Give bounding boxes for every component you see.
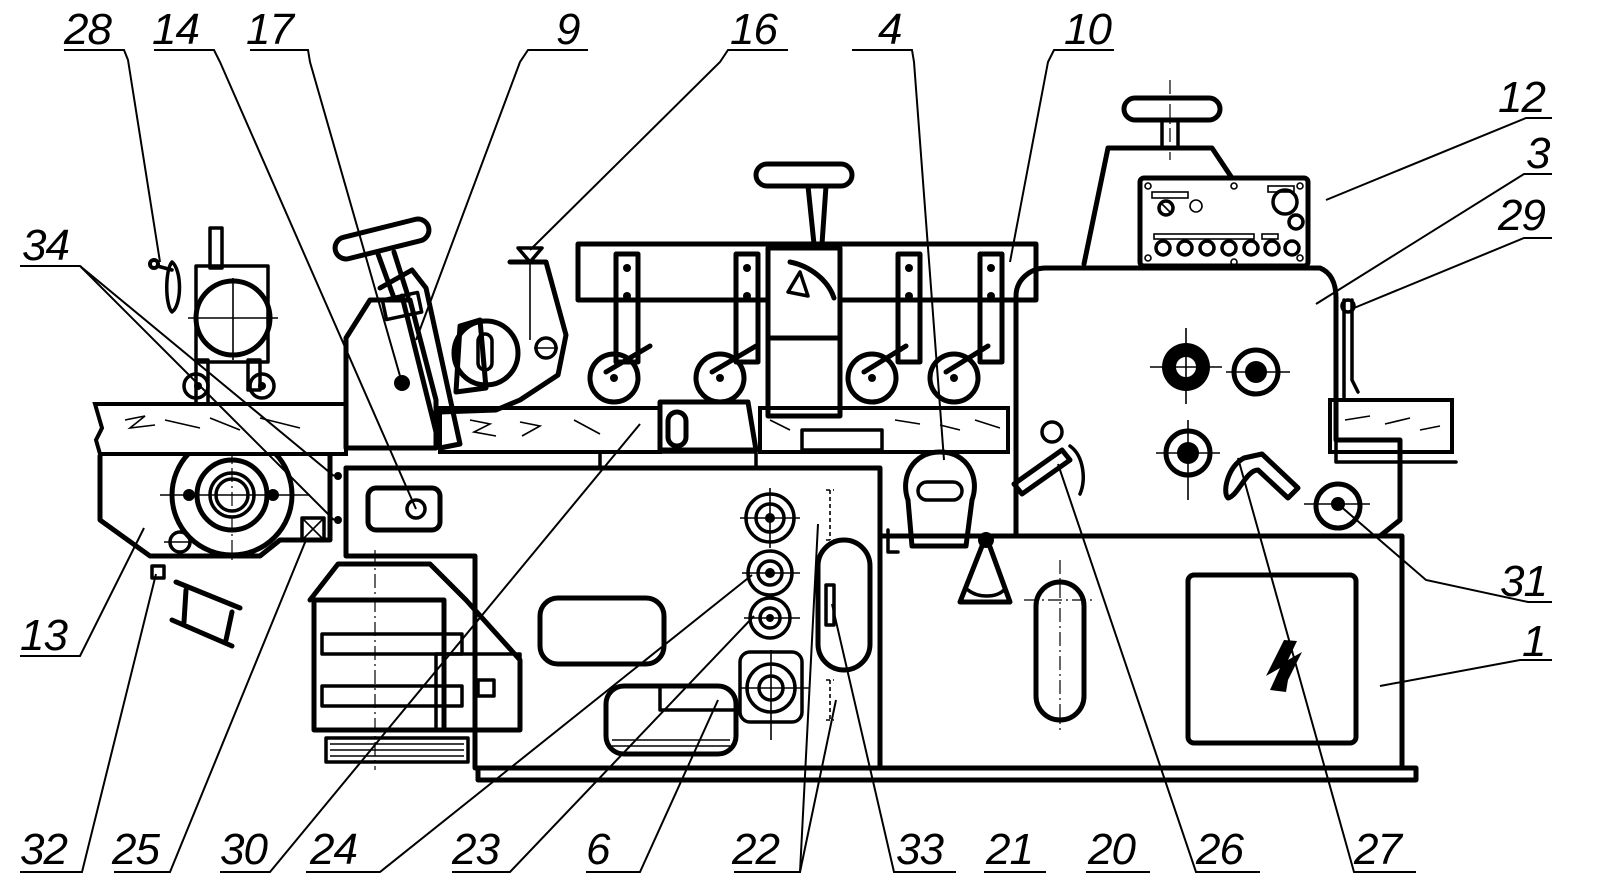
control-knob-22[interactable] (744, 596, 800, 640)
panel-buttons (1154, 239, 1301, 257)
high-voltage-icon (1266, 640, 1302, 692)
panel-button-7[interactable] (1283, 239, 1301, 257)
handwheel-6[interactable] (738, 650, 810, 740)
callout-34: 34 (22, 221, 70, 270)
feed-roller-2 (693, 251, 761, 405)
feeder-10 (575, 161, 1039, 452)
callout-3: 3 (1526, 129, 1551, 178)
indicator-lamp (1189, 199, 1203, 213)
panel-label-switch (1151, 191, 1189, 199)
callout-12: 12 (1498, 73, 1546, 122)
emergency-stop-button[interactable] (1271, 188, 1299, 216)
feed-roller-4 (927, 251, 1005, 405)
callout-30: 30 (220, 825, 268, 874)
control-panel-12 (1137, 175, 1311, 269)
base-plate (475, 765, 1419, 783)
panel-button-1[interactable] (1154, 239, 1172, 257)
lever-27[interactable] (1223, 451, 1301, 501)
callout-16: 16 (730, 5, 778, 54)
callout-14: 14 (152, 5, 200, 54)
knob-upper-left[interactable] (1150, 328, 1222, 404)
control-pedestal (1081, 80, 1235, 267)
feed-roller-3 (845, 251, 923, 405)
frame-cabinet (877, 533, 1405, 771)
callout-17: 17 (246, 5, 294, 54)
panel-button-aux[interactable] (1287, 213, 1305, 231)
panel-button-2[interactable] (1176, 239, 1194, 257)
callout-6: 6 (586, 825, 611, 874)
bottom-head (598, 399, 759, 470)
callout-21: 21 (986, 825, 1034, 874)
knob-upper-right[interactable] (1226, 347, 1290, 397)
callout-29: 29 (1498, 191, 1546, 240)
lever-26[interactable] (1011, 420, 1085, 497)
callout-20: 20 (1088, 825, 1136, 874)
panel-button-3[interactable] (1198, 239, 1216, 257)
main-switch[interactable] (1157, 199, 1175, 217)
clamp-29[interactable] (1340, 298, 1360, 400)
knob-lower[interactable] (1156, 420, 1220, 500)
callout-23: 23 (452, 825, 500, 874)
callout-24: 24 (310, 825, 358, 874)
callout-4: 4 (878, 5, 903, 54)
panel-button-5[interactable] (1242, 239, 1260, 257)
callout-28: 28 (64, 5, 112, 54)
panel-label-feed (1261, 233, 1279, 240)
callout-13: 13 (20, 611, 68, 660)
callout-32: 32 (20, 825, 68, 874)
height-scale-20 (886, 449, 1013, 605)
callout-9: 9 (556, 5, 581, 54)
panel-button-4[interactable] (1220, 239, 1238, 257)
left-spindle-13 (97, 420, 342, 649)
control-knob-23[interactable] (742, 549, 800, 597)
frame-middle (343, 465, 883, 771)
callout-1: 1 (1522, 617, 1547, 666)
callout-25: 25 (112, 825, 160, 874)
callout-33: 33 (896, 825, 944, 874)
knob-31[interactable] (1304, 481, 1370, 531)
control-knob-24[interactable] (740, 488, 800, 548)
callout-22: 22 (732, 825, 780, 874)
panel-button-6[interactable] (1263, 239, 1281, 257)
inclined-head-17 (332, 216, 463, 451)
callout-26: 26 (1196, 825, 1244, 874)
top-spindle-16 (437, 246, 569, 415)
callout-10: 10 (1064, 5, 1112, 54)
workpiece (92, 398, 1454, 456)
motor-30 (307, 550, 523, 770)
right-housing-3 (1011, 265, 1458, 539)
callout-31: 31 (1500, 557, 1548, 606)
callout-27: 27 (1354, 825, 1402, 874)
top-left-head-28 (148, 226, 278, 406)
leader-lines (20, 49, 1552, 873)
feed-roller-1 (587, 251, 653, 405)
panel-label-strip (1153, 233, 1255, 240)
